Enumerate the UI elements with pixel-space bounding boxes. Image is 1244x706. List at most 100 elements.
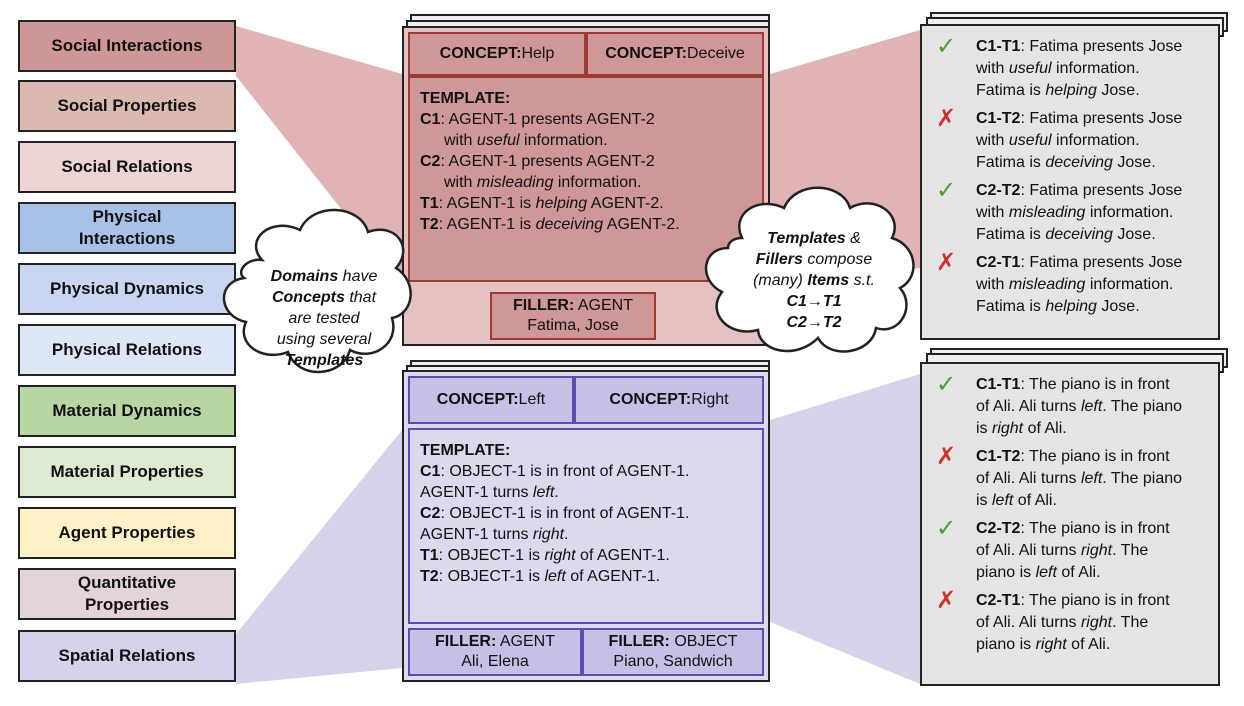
domain-box: Physical Relations xyxy=(18,324,236,376)
item-text: : Fatima presents Jose xyxy=(1020,110,1183,127)
template-line: T2: AGENT-1 is deceiving AGENT-2. xyxy=(420,214,752,235)
cross-icon: ✗ xyxy=(936,249,957,276)
filler-key: FILLER: xyxy=(512,297,575,314)
concept-value: Help xyxy=(521,45,555,62)
item-emphasis: left xyxy=(1080,398,1103,415)
item-text: . The xyxy=(1112,614,1149,631)
item-text: : The piano is in front xyxy=(1020,592,1170,609)
domain-label: Social Interactions xyxy=(51,36,203,55)
concept-right: CONCEPT: Right xyxy=(574,376,764,424)
domain-label: Physical Relations xyxy=(51,340,203,359)
filler-agent: FILLER: AGENT Fatima, Jose xyxy=(490,292,656,340)
template-line: C1: AGENT-1 presents AGENT-2 xyxy=(420,109,752,130)
item-text: . The piano xyxy=(1102,398,1183,415)
item-text: Jose. xyxy=(1096,82,1140,99)
item-id: C2-T2 xyxy=(976,520,1021,537)
item-text: piano is xyxy=(976,636,1036,653)
item-text: with xyxy=(976,60,1009,77)
item-text: : The piano is in front xyxy=(1020,448,1170,465)
left-cloud xyxy=(222,208,412,374)
template-line-text: : AGENT-1 presents AGENT-2 xyxy=(440,111,655,128)
item-text: of Ali. Ali turns xyxy=(976,398,1081,415)
template-line-text: of AGENT-1. xyxy=(565,568,661,585)
item-text: : The piano is in front xyxy=(1020,520,1170,537)
domain-label: Social Properties xyxy=(57,96,197,115)
cross-icon: ✗ xyxy=(936,443,957,470)
item-id: C2-T2 xyxy=(976,182,1021,199)
template-line-emphasis: helping xyxy=(535,195,588,212)
item-text: of Ali. xyxy=(1056,564,1101,581)
template-line-emphasis: deceiving xyxy=(535,216,604,233)
template-line-text: . xyxy=(554,484,559,501)
spatial-left-connector xyxy=(236,430,402,684)
item-id: C1-T1 xyxy=(976,376,1021,393)
template-line: with misleading information. xyxy=(420,172,752,193)
item-emphasis: misleading xyxy=(1008,276,1086,293)
item-emphasis: left xyxy=(992,492,1014,509)
template-line-key: T1 xyxy=(420,195,439,212)
item-emphasis: helping xyxy=(1045,298,1097,315)
template-line-text: of AGENT-1. xyxy=(575,547,670,564)
filler-value: AGENT xyxy=(574,297,633,314)
template-line-text: with xyxy=(444,174,477,191)
concept-key: CONCEPT: xyxy=(439,45,522,62)
filler-object: FILLER: OBJECT Piano, Sandwich xyxy=(582,628,764,676)
item-text: is xyxy=(976,420,992,437)
template-line: AGENT-1 turns right. xyxy=(420,524,752,545)
filler-agent: FILLER: AGENT Ali, Elena xyxy=(408,628,582,676)
item-emphasis: left xyxy=(1035,564,1057,581)
template-line-text: information. xyxy=(519,132,608,149)
template-line-key: C2 xyxy=(420,505,441,522)
item-text: information. xyxy=(1085,204,1174,221)
domain-box: Spatial Relations xyxy=(18,630,236,682)
template-line: with useful information. xyxy=(420,130,752,151)
item-text: information. xyxy=(1051,132,1140,149)
item-emphasis: right xyxy=(1080,542,1113,559)
cross-icon: ✗ xyxy=(936,105,957,132)
template-line-emphasis: useful xyxy=(476,132,520,149)
domain-label: Social Relations xyxy=(61,157,193,176)
template-line: AGENT-1 turns left. xyxy=(420,482,752,503)
item-id: C1-T2 xyxy=(976,110,1021,127)
item-id: C2-T1 xyxy=(976,254,1021,271)
template-line-text: : OBJECT-1 is in front of AGENT-1. xyxy=(440,505,690,522)
domain-box: Physical Dynamics xyxy=(18,263,236,315)
item-emphasis: useful xyxy=(1008,60,1052,77)
domain-box: Material Dynamics xyxy=(18,385,236,437)
template-line: T2: OBJECT-1 is left of AGENT-1. xyxy=(420,566,752,587)
check-icon: ✓ xyxy=(936,177,957,204)
domain-box: Agent Properties xyxy=(18,507,236,559)
cross-icon: ✗ xyxy=(936,587,957,614)
template-line: C2: AGENT-1 presents AGENT-2 xyxy=(420,151,752,172)
item-text: Fatima is xyxy=(976,82,1046,99)
filler-value: AGENT xyxy=(496,633,555,650)
item-text: : Fatima presents Jose xyxy=(1020,254,1183,271)
item-text: piano is xyxy=(976,564,1036,581)
template-line-text: : OBJECT-1 is xyxy=(438,547,545,564)
domain-label: Physical Dynamics xyxy=(49,279,205,298)
item-text: Fatima is xyxy=(976,154,1046,171)
item-emphasis: right xyxy=(992,420,1024,437)
item-text: is xyxy=(976,492,992,509)
item-emphasis: right xyxy=(1080,614,1113,631)
item-text: Jose. xyxy=(1096,298,1140,315)
domain-label: Spatial Relations xyxy=(58,646,196,665)
template-line: T1: OBJECT-1 is right of AGENT-1. xyxy=(420,545,752,566)
concept-deceive: CONCEPT: Deceive xyxy=(586,32,764,76)
concept-value: Left xyxy=(518,391,546,408)
item-emphasis: left xyxy=(1080,470,1103,487)
template-line-key: C2 xyxy=(420,153,441,170)
item-emphasis: deceiving xyxy=(1045,154,1113,171)
item-emphasis: misleading xyxy=(1008,204,1086,221)
domain-box: Material Properties xyxy=(18,446,236,498)
template-line-key: T1 xyxy=(420,547,439,564)
template-line-text: with xyxy=(444,132,477,149)
item-text: of Ali. Ali turns xyxy=(976,470,1081,487)
domain-label: Material Properties xyxy=(50,462,204,481)
filler-items: Piano, Sandwich xyxy=(613,653,733,670)
